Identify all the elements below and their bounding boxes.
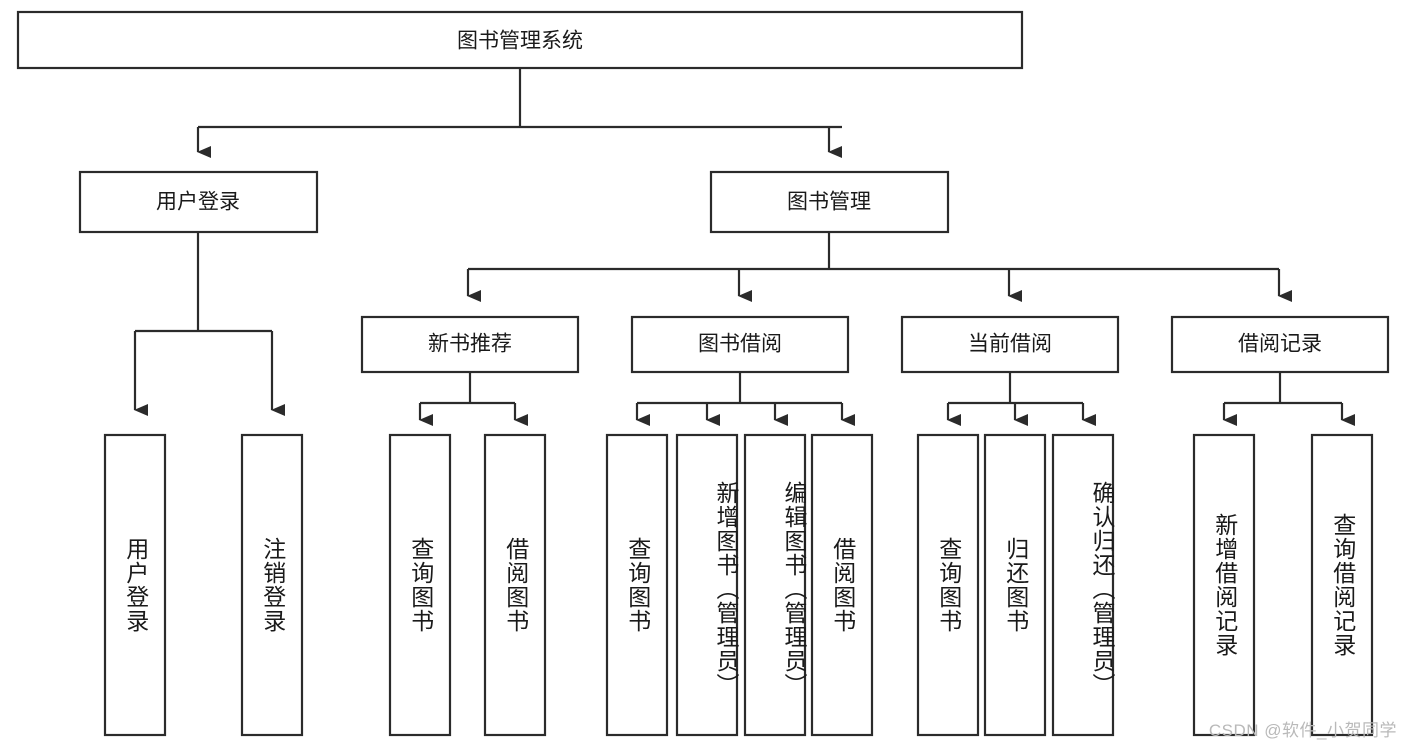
node-current-borrow-label: 当前借阅 [968, 333, 1052, 356]
leaf-user-login-box[interactable] [103, 433, 167, 737]
node-book-manage-box[interactable] [709, 170, 950, 234]
leaf-return-book-box[interactable] [983, 433, 1047, 737]
connectors-borrowrecord-to-leaves [1222, 372, 1355, 426]
node-new-book-rec-label: 新书推荐 [428, 333, 512, 356]
leaf-borrow-book-1-box[interactable] [483, 433, 547, 737]
connectors-root-to-level1 [196, 68, 842, 158]
node-book-manage-label: 图书管理 [787, 191, 871, 214]
node-new-book-rec[interactable]: 新书推荐 [360, 315, 580, 374]
leaf-add-record-box[interactable] [1192, 433, 1256, 737]
node-user-login[interactable]: 用户登录 [78, 170, 319, 234]
connectors-currentborrow-to-leaves [946, 372, 1096, 426]
node-book-borrow-box[interactable] [630, 315, 850, 374]
leaf-query-record-box[interactable] [1310, 433, 1374, 737]
node-root-box[interactable] [16, 10, 1024, 70]
leaf-add-book-box[interactable] [675, 433, 739, 737]
node-new-book-rec-box[interactable] [360, 315, 580, 374]
node-borrow-record-box[interactable] [1170, 315, 1390, 374]
node-current-borrow-box[interactable] [900, 315, 1120, 374]
node-borrow-record-label: 借阅记录 [1238, 333, 1322, 356]
leaf-edit-book-box[interactable] [743, 433, 807, 737]
connectors-userlogin-to-leaves [133, 232, 285, 416]
node-current-borrow[interactable]: 当前借阅 [900, 315, 1120, 374]
connectors-newbook-to-leaves [418, 372, 528, 426]
leaf-boxes [103, 433, 1374, 737]
leaf-query-book-2-box[interactable] [605, 433, 669, 737]
node-user-login-box[interactable] [78, 170, 319, 234]
node-book-manage[interactable]: 图书管理 [709, 170, 950, 234]
leaf-logout-box[interactable] [240, 433, 304, 737]
csdn-watermark: CSDN @软件_小贺同学 [1208, 721, 1397, 740]
leaf-query-book-1-box[interactable] [388, 433, 452, 737]
node-book-borrow[interactable]: 图书借阅 [630, 315, 850, 374]
connectors-bookmanage-to-level2 [466, 232, 1292, 302]
node-user-login-label: 用户登录 [156, 191, 240, 214]
connectors-bookborrow-to-leaves [635, 372, 855, 426]
node-root[interactable]: 图书管理系统 [16, 10, 1024, 70]
leaf-confirm-return-box[interactable] [1051, 433, 1115, 737]
node-borrow-record[interactable]: 借阅记录 [1170, 315, 1390, 374]
node-root-label: 图书管理系统 [457, 30, 583, 53]
leaf-query-book-3-box[interactable] [916, 433, 980, 737]
node-book-borrow-label: 图书借阅 [698, 333, 782, 356]
leaf-borrow-book-2-box[interactable] [810, 433, 874, 737]
